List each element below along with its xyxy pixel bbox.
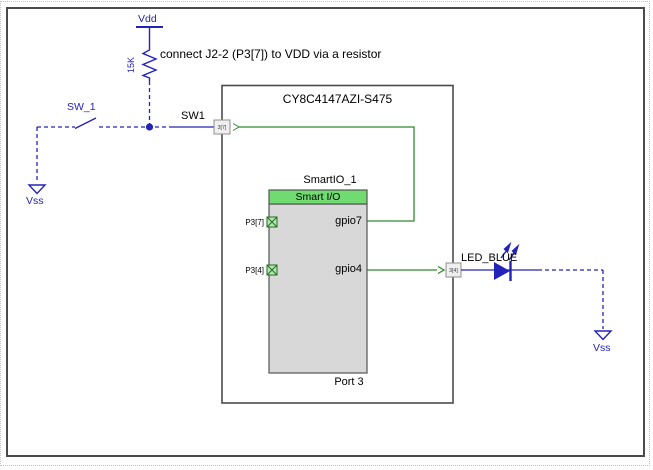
switch-symbol[interactable]: [74, 117, 97, 130]
switch-pin-name-label: SW1: [181, 110, 205, 122]
smartio-instance-label: SmartIO_1: [303, 174, 357, 186]
chip-pin-right-label: 3[4]: [449, 268, 458, 274]
smartio-port-label: Port 3: [334, 376, 364, 388]
wire-gpio4-to-pin[interactable]: [367, 265, 446, 275]
smartio-portpin-p37-label: P3[7]: [245, 218, 264, 227]
vss-right-symbol[interactable]: [593, 330, 613, 341]
smartio-portpin-p34-label: P3[4]: [245, 266, 264, 275]
led-symbol[interactable]: [494, 241, 520, 281]
smartio-terminal-box-p37[interactable]: [266, 216, 278, 228]
vdd-power-symbol[interactable]: [136, 26, 163, 46]
wire-junction-dot: [145, 123, 154, 131]
wire-pin-to-led[interactable]: [461, 269, 604, 329]
chip-title: CY8C4147AZI-S475: [282, 92, 393, 106]
smartio-gpio4-label: gpio4: [335, 263, 362, 275]
annotation-text: connect J2-2 (P3[7]) to VDD via a resist…: [160, 47, 382, 61]
wire-vss-to-switch[interactable]: [36, 126, 75, 183]
resistor-value-label: 15K: [126, 57, 136, 74]
smartio-block[interactable]: [268, 189, 368, 374]
vdd-label: Vdd: [138, 13, 157, 25]
chip-pin-left[interactable]: 3[7]: [213, 119, 240, 135]
smartio-gpio7-label: gpio7: [335, 215, 362, 227]
terminal-arrow-icon: [232, 123, 240, 131]
vss-left-label: Vss: [26, 195, 44, 207]
vss-left-symbol[interactable]: [27, 184, 47, 195]
wire-pin-to-gpio7[interactable]: [239, 126, 415, 222]
chip-pin-right[interactable]: 3[4]: [445, 262, 462, 278]
chip-outline[interactable]: [221, 84, 454, 404]
smartio-terminal-box-p34[interactable]: [266, 264, 278, 276]
led-emission-arrows-icon: [500, 241, 520, 261]
led-net-label: LED_BLUE: [461, 252, 518, 264]
terminal-arrow-icon: [437, 265, 446, 275]
resistor-symbol[interactable]: [141, 46, 158, 81]
switch-net-label: SW_1: [67, 101, 96, 113]
smartio-header-label: Smart I/O: [295, 191, 341, 203]
vss-right-label: Vss: [593, 342, 611, 354]
chip-pin-left-label: 3[7]: [218, 125, 227, 131]
schematic-sheet-border: [6, 7, 645, 457]
